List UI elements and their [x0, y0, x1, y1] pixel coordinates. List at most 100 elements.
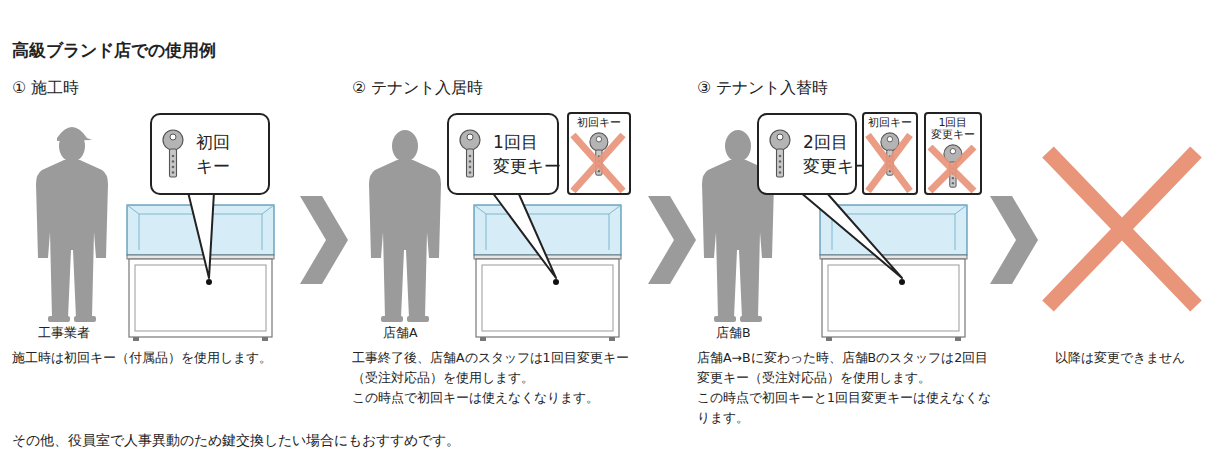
key-blade: [170, 149, 177, 177]
foot: [955, 337, 961, 341]
key-dimple: [469, 171, 472, 174]
key-icon: [162, 129, 184, 179]
key-icon: [769, 129, 791, 179]
person-label: 店舗B: [716, 323, 751, 343]
key-dimple: [952, 182, 954, 184]
void-key-box: 1回目 変更キー: [924, 112, 982, 195]
key-dimple: [172, 155, 175, 158]
person-label: 店舗A: [383, 323, 418, 343]
note-text: 以降は変更できません: [1055, 348, 1185, 368]
note-text: この時点で初回キーと1回目変更キーは使えなくなります。: [697, 388, 995, 428]
key-dimple: [779, 166, 782, 169]
title: 高級ブランド店での使用例: [12, 38, 216, 62]
key-icon: [459, 129, 481, 179]
person-body: [36, 160, 108, 318]
key-dimple: [469, 155, 472, 158]
void-cross: [569, 133, 629, 193]
person-shoe: [381, 316, 403, 322]
note-text: 店舗A→Bに変わった時、店舗Bのスタッフは2回目変更キー（受注対応品）を使用しま…: [697, 348, 995, 388]
shelf: [820, 255, 967, 259]
key-label: 初回 キー: [196, 130, 240, 178]
bubble-tail: [492, 192, 556, 278]
person-body: [369, 160, 441, 318]
note-text: この時点で初回キーは使えなくなります。: [352, 388, 652, 408]
key-dimple: [172, 160, 175, 163]
key-dimple: [598, 170, 600, 172]
key-dimple: [469, 166, 472, 169]
cross-stroke: [930, 147, 974, 191]
key-blade: [467, 149, 474, 177]
section-heading: ② テナント入居時: [352, 76, 483, 100]
bubble-tail: [188, 192, 214, 278]
flow-arrow: [990, 196, 1038, 284]
person-silhouette: [369, 130, 441, 322]
glass-edge: [474, 205, 621, 250]
person-shoe: [740, 316, 762, 322]
cabinet-body: [129, 259, 272, 337]
key-dimple: [779, 171, 782, 174]
key-hole: [467, 134, 473, 140]
cabinet-door: [482, 265, 613, 331]
cabinet-door: [828, 265, 959, 331]
note-text: 施工時は初回キー（付属品）を使用します。: [12, 348, 332, 368]
person-shoe: [714, 316, 736, 322]
person-label: 工事業者: [38, 323, 90, 343]
person-silhouette: [36, 127, 108, 322]
cross-stroke: [868, 135, 910, 191]
void-key-box: 初回キー: [567, 112, 631, 195]
cabinet-door: [135, 265, 266, 331]
key-blade: [777, 149, 784, 177]
person-shoe: [48, 316, 70, 322]
person-head: [725, 130, 751, 162]
key-label: 1回目 変更キー: [930, 117, 976, 141]
bubble-tail: [800, 192, 902, 278]
shelf: [127, 255, 274, 259]
key-head: [163, 130, 183, 150]
void-cross: [926, 145, 980, 193]
key-head: [590, 133, 608, 151]
showcase: [474, 205, 621, 341]
foot: [609, 337, 615, 341]
key-label: 初回キー: [866, 117, 914, 129]
speech-bubble: 2回目 変更キー: [757, 113, 857, 195]
key-hole: [777, 134, 783, 140]
void-cross: [864, 133, 916, 193]
key-dimple: [172, 171, 175, 174]
cabinet-body: [476, 259, 619, 337]
key-dimple: [779, 160, 782, 163]
section-heading: ③ テナント入替時: [697, 76, 828, 100]
person-shoe: [407, 316, 429, 322]
key-dimple: [952, 177, 954, 179]
person-head: [392, 130, 418, 162]
key-label: 1回目 変更キー: [493, 130, 561, 178]
foot: [262, 337, 268, 341]
foot: [480, 337, 486, 341]
section-heading: ① 施工時: [12, 76, 79, 100]
speech-bubble: 初回 キー: [150, 113, 270, 195]
key-hole: [887, 137, 892, 142]
key-hole: [170, 134, 176, 140]
big-cross: [1048, 152, 1196, 306]
key-hole: [950, 149, 955, 154]
note-text: 工事終了後、店舗Aのスタッフは1回目変更キー（受注対応品）を使用します。: [352, 348, 652, 388]
foot: [826, 337, 832, 341]
note-text: その他、役員室で人事異動のため鍵交換したい場合にもおすすめです。: [12, 430, 460, 450]
glass-case: [474, 205, 621, 255]
person-cap: [57, 127, 92, 141]
cross-stroke: [573, 135, 623, 191]
key-hole: [596, 137, 601, 142]
flow-arrow: [300, 196, 348, 284]
void-key-box: 初回キー: [862, 112, 918, 195]
speech-bubble: 1回目 変更キー: [447, 113, 559, 195]
key-dimple: [779, 155, 782, 158]
keyhole: [899, 279, 905, 285]
person-shoe: [74, 316, 96, 322]
keyhole: [553, 279, 559, 285]
key-head: [770, 130, 790, 150]
key-head: [460, 130, 480, 150]
key-dimple: [469, 160, 472, 163]
flow-arrow: [648, 196, 696, 284]
foot: [133, 337, 139, 341]
key-label: 初回キー: [572, 117, 627, 129]
